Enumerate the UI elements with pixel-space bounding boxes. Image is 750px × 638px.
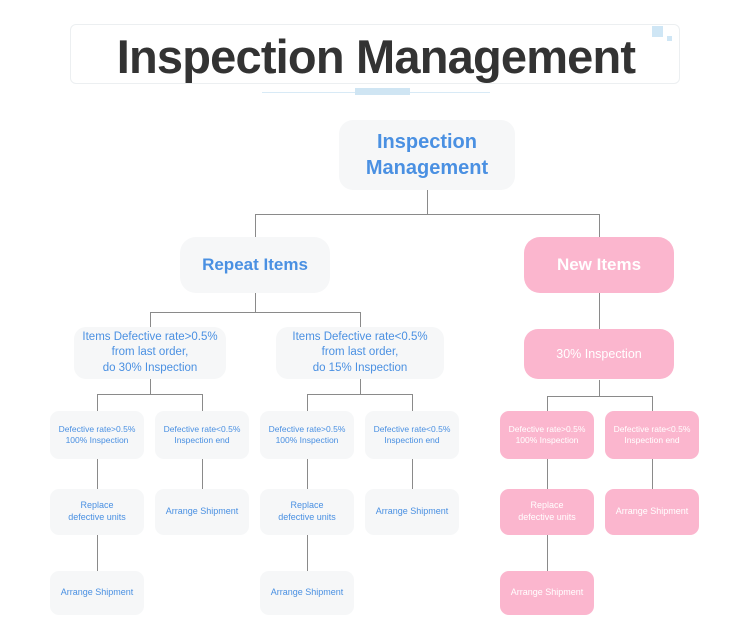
connector-to-rate-high-2 (307, 394, 308, 411)
connector-replace-3-to-ship (547, 534, 548, 571)
connector-replace-1-to-ship (97, 534, 98, 571)
node-replace-defective-units-3[interactable]: Replace defective units (500, 489, 594, 535)
connector-to-rate-high-1 (97, 394, 98, 411)
node-new-items-30-percent-inspection[interactable]: 30% Inspection (524, 329, 674, 379)
title-underline-accent (355, 88, 410, 95)
connector-to-repeat-cond-low (360, 312, 361, 329)
node-arrange-shipment-final-1[interactable]: Arrange Shipment (50, 571, 144, 615)
node-repeat-condition-low[interactable]: Items Defective rate<0.5% from last orde… (276, 327, 444, 379)
connector-cond-low-stem (360, 378, 361, 395)
node-defective-rate-low-2[interactable]: Defective rate<0.5% Inspection end (365, 411, 459, 459)
node-defective-rate-low-1[interactable]: Defective rate<0.5% Inspection end (155, 411, 249, 459)
connector-new-to-inspection (599, 293, 600, 330)
connector-to-rate-low-1 (202, 394, 203, 411)
node-repeat-items[interactable]: Repeat Items (180, 237, 330, 293)
connector-cond-high-stem (150, 378, 151, 395)
node-new-items[interactable]: New Items (524, 237, 674, 293)
node-arrange-shipment-3[interactable]: Arrange Shipment (605, 489, 699, 535)
title-card (70, 24, 680, 84)
connector-replace-2-to-ship (307, 534, 308, 571)
connector-rate-low-2-to-arrange (412, 459, 413, 489)
connector-inspection-bus (547, 396, 653, 397)
node-defective-rate-high-3[interactable]: Defective rate>0.5% 100% Inspection (500, 411, 594, 459)
connector-rate-high-2-to-replace (307, 459, 308, 489)
node-defective-rate-high-2[interactable]: Defective rate>0.5% 100% Inspection (260, 411, 354, 459)
node-arrange-shipment-final-3[interactable]: Arrange Shipment (500, 571, 594, 615)
node-replace-defective-units-1[interactable]: Replace defective units (50, 489, 144, 535)
decorative-square-large-icon (652, 26, 663, 37)
node-arrange-shipment-2[interactable]: Arrange Shipment (365, 489, 459, 535)
connector-inspection-stem (599, 380, 600, 397)
connector-to-rate-high-3 (547, 396, 548, 411)
connector-to-rate-low-3 (652, 396, 653, 411)
connector-rate-low-3-to-arrange (652, 459, 653, 489)
node-defective-rate-high-1[interactable]: Defective rate>0.5% 100% Inspection (50, 411, 144, 459)
node-repeat-condition-high[interactable]: Items Defective rate>0.5% from last orde… (74, 327, 226, 379)
node-arrange-shipment-1[interactable]: Arrange Shipment (155, 489, 249, 535)
page-title: Inspection Management (116, 29, 636, 83)
connector-root-stem (427, 190, 428, 215)
node-defective-rate-low-3[interactable]: Defective rate<0.5% Inspection end (605, 411, 699, 459)
connector-rate-high-3-to-replace (547, 459, 548, 489)
connector-repeat-stem (255, 293, 256, 313)
node-replace-defective-units-2[interactable]: Replace defective units (260, 489, 354, 535)
connector-rate-low-1-to-arrange (202, 459, 203, 489)
connector-to-new-items (599, 214, 600, 239)
connector-rate-high-1-to-replace (97, 459, 98, 489)
connector-repeat-bus (150, 312, 361, 313)
node-inspection-management-root[interactable]: Inspection Management (339, 120, 515, 190)
connector-cond-low-bus (307, 394, 413, 395)
connector-to-repeat-cond-high (150, 312, 151, 329)
decorative-square-small-icon (667, 36, 672, 41)
connector-root-bus (255, 214, 599, 215)
node-arrange-shipment-final-2[interactable]: Arrange Shipment (260, 571, 354, 615)
connector-to-repeat-items (255, 214, 256, 239)
connector-to-rate-low-2 (412, 394, 413, 411)
connector-cond-high-bus (97, 394, 203, 395)
